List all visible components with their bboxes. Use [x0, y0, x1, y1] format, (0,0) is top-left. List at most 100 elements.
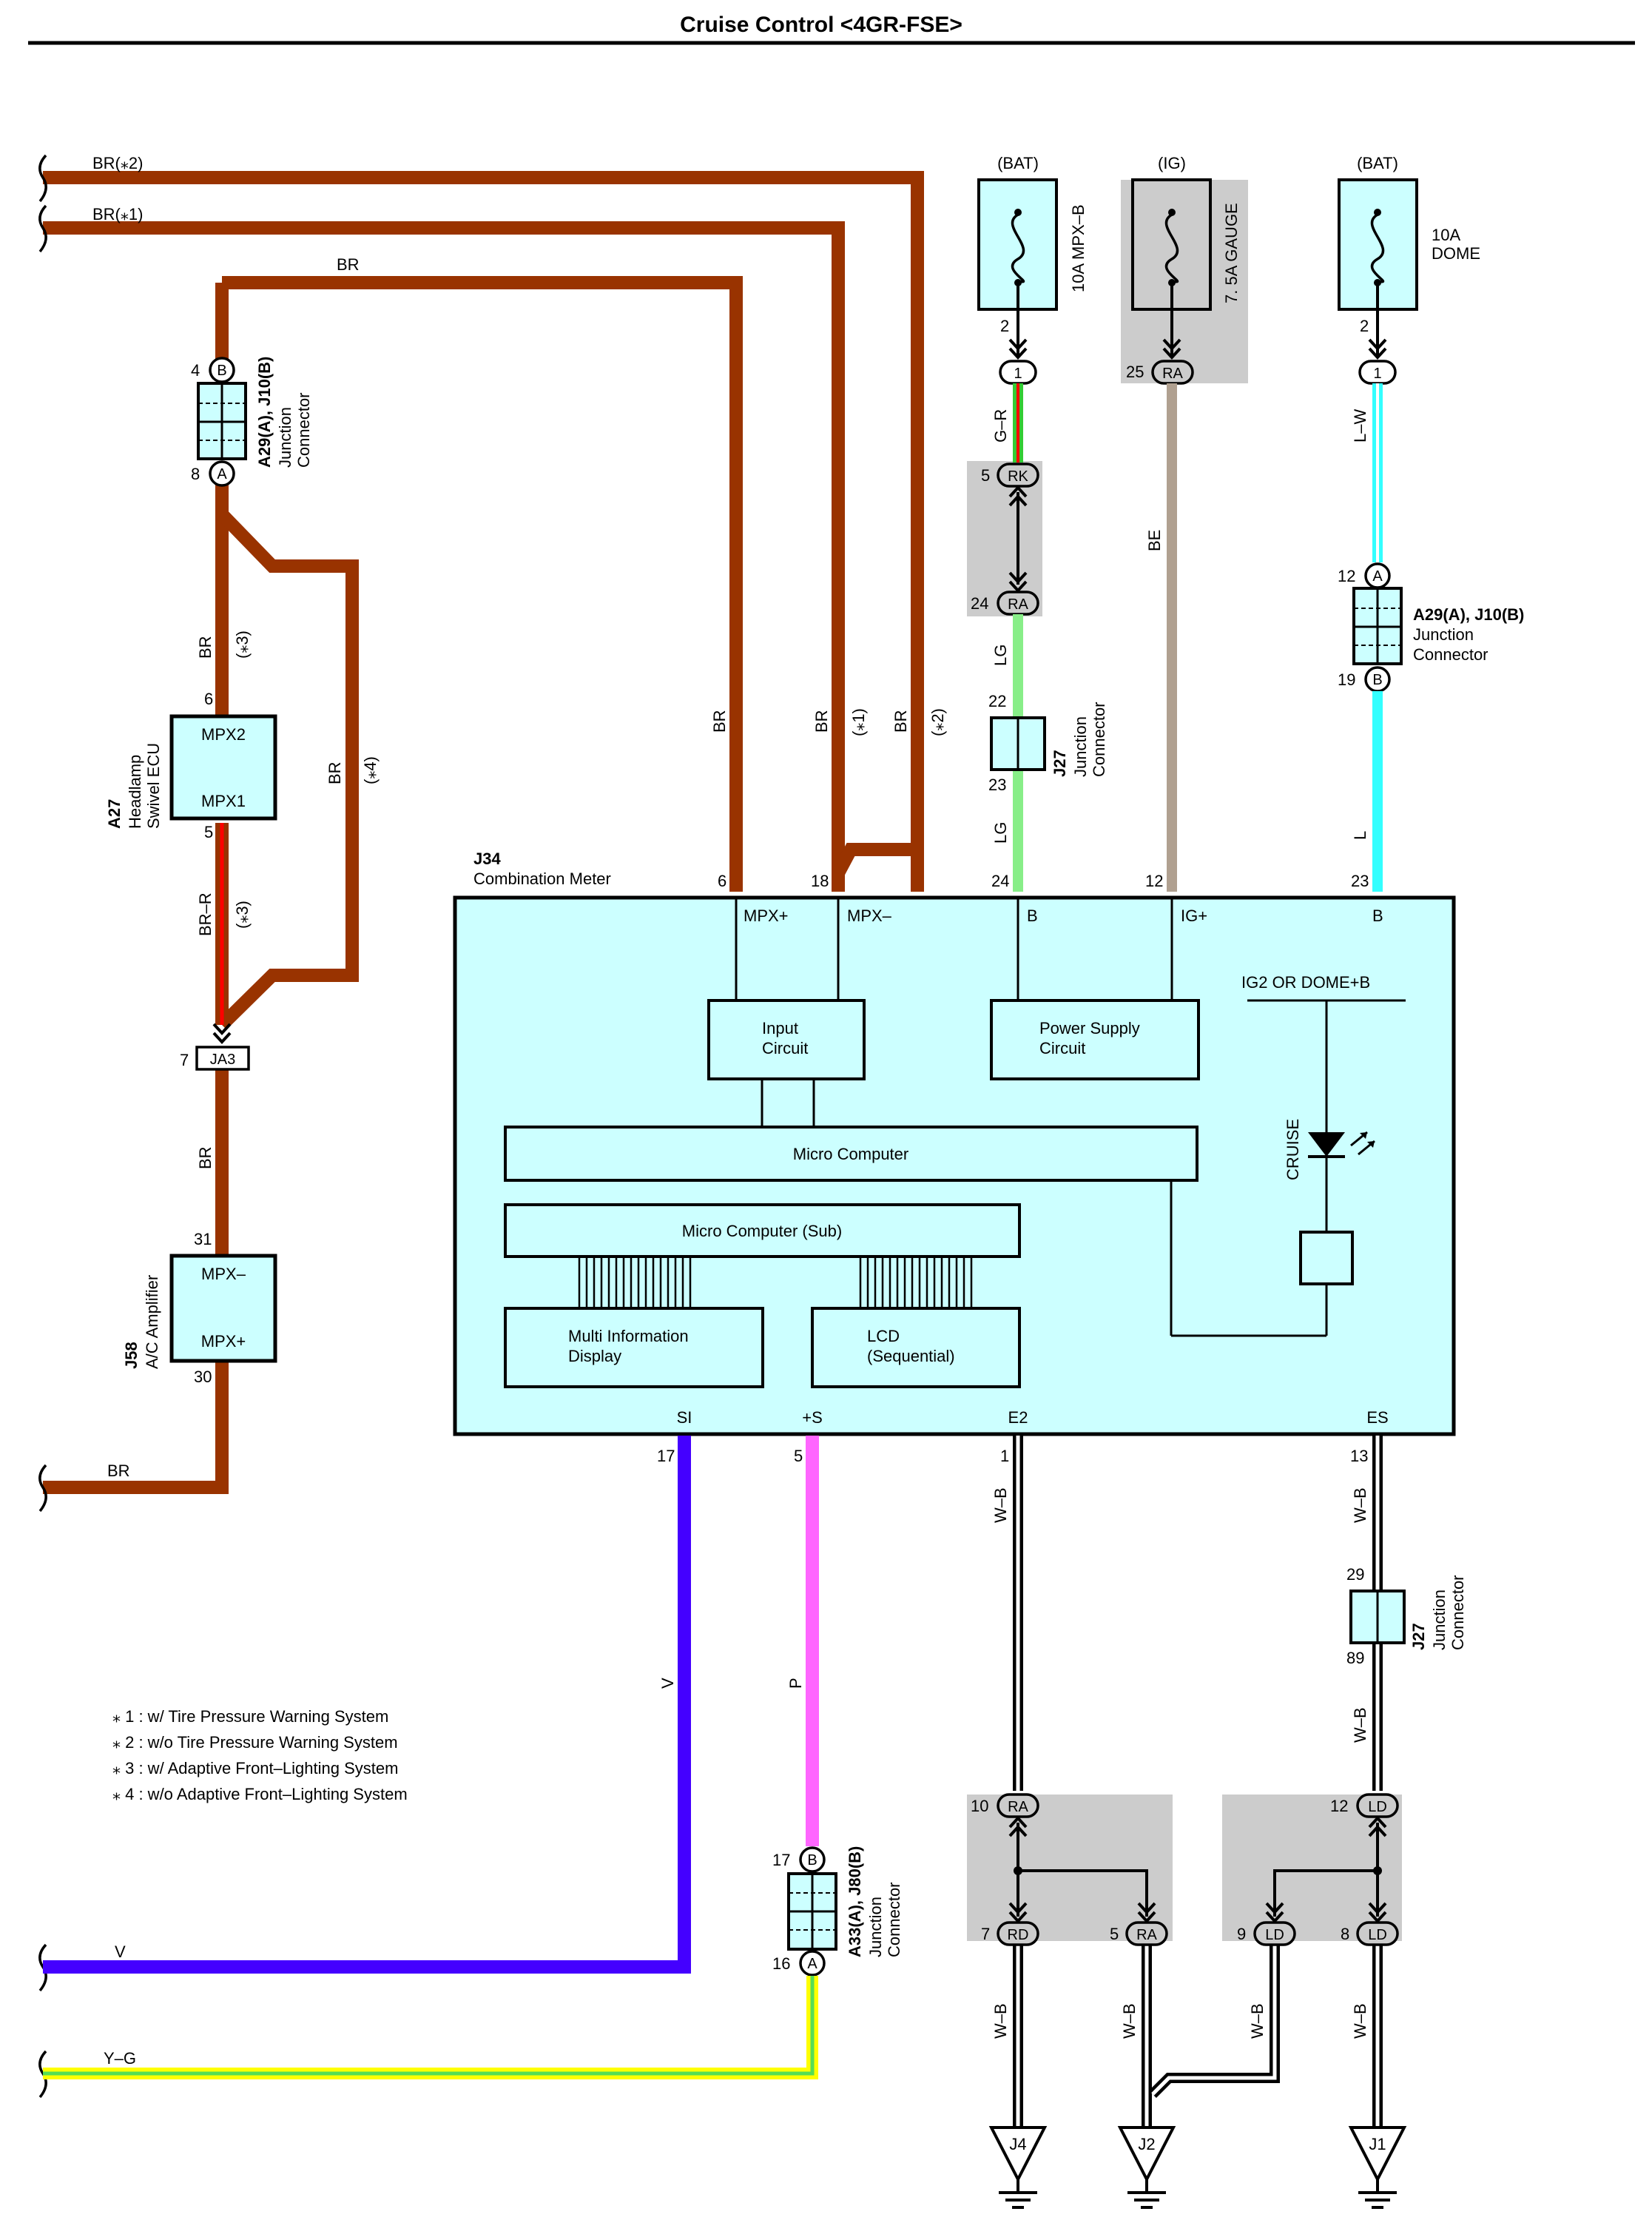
legend-notes: ⁎ 1 : w/ Tire Pressure Warning System ⁎ … [112, 1707, 408, 1803]
splice-ld-12-code: LD [1368, 1799, 1387, 1815]
meter-term-b2: B [1372, 906, 1383, 925]
j58-pin-bot: 30 [194, 1368, 212, 1386]
meter-pin-24: 24 [991, 872, 1009, 890]
splice-ld-12-pin: 12 [1330, 1797, 1348, 1815]
junction-connector-a33 [787, 1846, 837, 1977]
ground-j1-label: J1 [1369, 2135, 1386, 2153]
meter-name: Combination Meter [473, 870, 611, 888]
fuse-gauge-name: 7. 5A GAUGE [1222, 203, 1241, 303]
junction-connector-a29-left [197, 357, 247, 487]
splice-ra-10-pin: 10 [971, 1797, 988, 1815]
a27-code: A27 [105, 799, 124, 829]
label-v-left: V [115, 1942, 126, 1961]
a29-left-letter-bot: A [217, 466, 227, 482]
a29-right-desc1: Junction [1413, 625, 1474, 644]
a27-name1: Headlamp [126, 755, 144, 829]
label-wb4: W–B [991, 2003, 1010, 2039]
a29-right-name: A29(A), J10(B) [1413, 605, 1524, 624]
a27-name2: Swivel ECU [144, 743, 163, 829]
meter-term-si: SI [677, 1408, 692, 1427]
input-circuit-block [707, 999, 866, 1080]
j58-term-bot: MPX+ [201, 1332, 246, 1350]
cruise-driver-block [1299, 1231, 1354, 1285]
a33-pin-top: 17 [772, 1851, 790, 1869]
lcd-label-2: (Sequential) [867, 1347, 955, 1365]
ground-j2-label: J2 [1138, 2135, 1155, 2153]
a27-term-top: MPX2 [201, 725, 246, 744]
splice-ra-5 [1125, 1921, 1168, 1946]
a27-headlamp-swivel-ecu [169, 714, 277, 821]
label-br-r: BR–R [196, 892, 215, 936]
label-gr: G–R [991, 409, 1010, 443]
j27-top-code: J27 [1051, 750, 1069, 777]
splice-ld-8 [1356, 1921, 1399, 1946]
meter-internal-wiring [735, 899, 1406, 1337]
meter-pin-6: 6 [718, 872, 726, 890]
label-br-bottom: BR [107, 1462, 130, 1480]
splice-ra-5-pin: 5 [1110, 1925, 1119, 1943]
j27-top-desc2: Connector [1090, 702, 1108, 777]
label-wb5: W–B [1120, 2003, 1139, 2039]
power-supply-label-1: Power Supply [1039, 1019, 1140, 1037]
fuse-dome-element [1370, 213, 1385, 283]
a33-pin-bot: 16 [772, 1954, 790, 1973]
label-lw: L–W [1351, 409, 1369, 443]
meter-term-ig: IG+ [1181, 906, 1207, 925]
note-1: ⁎ 1 : w/ Tire Pressure Warning System [112, 1707, 388, 1726]
label-l: L [1351, 831, 1369, 840]
meter-term-s: +S [802, 1408, 823, 1427]
label-lg1: LG [991, 645, 1010, 666]
ja3-arrow [212, 1023, 232, 1043]
meter-term-mpx-minus: MPX– [847, 906, 892, 925]
meter-term-b1: B [1027, 906, 1038, 925]
br-wiring [43, 171, 924, 1494]
meter-code: J34 [473, 850, 501, 868]
label-lg2: LG [991, 822, 1010, 844]
fuse-gauge-source: (IG) [1158, 154, 1186, 172]
j27-top-pin-bot: 23 [988, 776, 1006, 794]
meter-pin-23: 23 [1351, 872, 1369, 890]
mid-label-1: Multi Information [568, 1327, 689, 1345]
micro-computer-block [504, 1126, 1198, 1182]
lcd-sequential-block [811, 1307, 1021, 1388]
lcd-label-1: LCD [867, 1327, 900, 1345]
a29-right-desc2: Connector [1413, 645, 1489, 664]
bus-lines [578, 1257, 973, 1308]
a29-left-pin-top: 4 [191, 361, 200, 380]
a33-desc2: Connector [885, 1882, 903, 1957]
page-title: Cruise Control <4GR-FSE> [680, 13, 962, 37]
multi-information-display-block [504, 1307, 764, 1388]
label-br-star1: BR(⁎1) [92, 205, 143, 223]
splice-ra-10-code: RA [1008, 1799, 1028, 1815]
note-2: ⁎ 2 : w/o Tire Pressure Warning System [112, 1733, 398, 1752]
label-v: V [658, 1678, 677, 1689]
label-wb2: W–B [1351, 1487, 1369, 1523]
fuse-dome-name-2: DOME [1432, 244, 1480, 263]
a29-right-pin-bot: 19 [1338, 670, 1355, 689]
ja3-code: JA3 [210, 1052, 235, 1068]
a29-left-desc2: Connector [294, 392, 313, 468]
a27-pin-top: 6 [204, 690, 213, 708]
wire-yg-stripe [43, 1976, 815, 2076]
meter-pin-17: 17 [657, 1447, 675, 1465]
fuse-mpx-name: 10A MPX–B [1069, 204, 1088, 292]
j27-top-desc1: Junction [1071, 716, 1090, 777]
splice-rd-7-pin: 7 [981, 1925, 990, 1943]
power-supply-label-2: Circuit [1039, 1039, 1085, 1057]
splice-ld-9-code: LD [1265, 1927, 1284, 1943]
splice-ra-5-code: RA [1136, 1927, 1157, 1943]
ja3-pin: 7 [180, 1051, 189, 1069]
label-br-star4: BR [326, 761, 344, 784]
a27-term-bot: MPX1 [201, 792, 246, 810]
ig2-dome-label: IG2 OR DOME+B [1241, 973, 1370, 992]
a29-right-letter-top: A [1372, 568, 1383, 585]
fuse-gauge-element [1164, 213, 1179, 283]
j27-bot-desc1: Junction [1430, 1590, 1449, 1650]
conn-rk-pin: 5 [981, 466, 990, 485]
fuse-dome-name-1: 10A [1432, 226, 1460, 244]
input-circuit-label-1: Input [762, 1019, 798, 1037]
label-wb6: W–B [1248, 2003, 1267, 2039]
label-p: P [786, 1678, 805, 1689]
splice-ld-8-code: LD [1368, 1927, 1387, 1943]
